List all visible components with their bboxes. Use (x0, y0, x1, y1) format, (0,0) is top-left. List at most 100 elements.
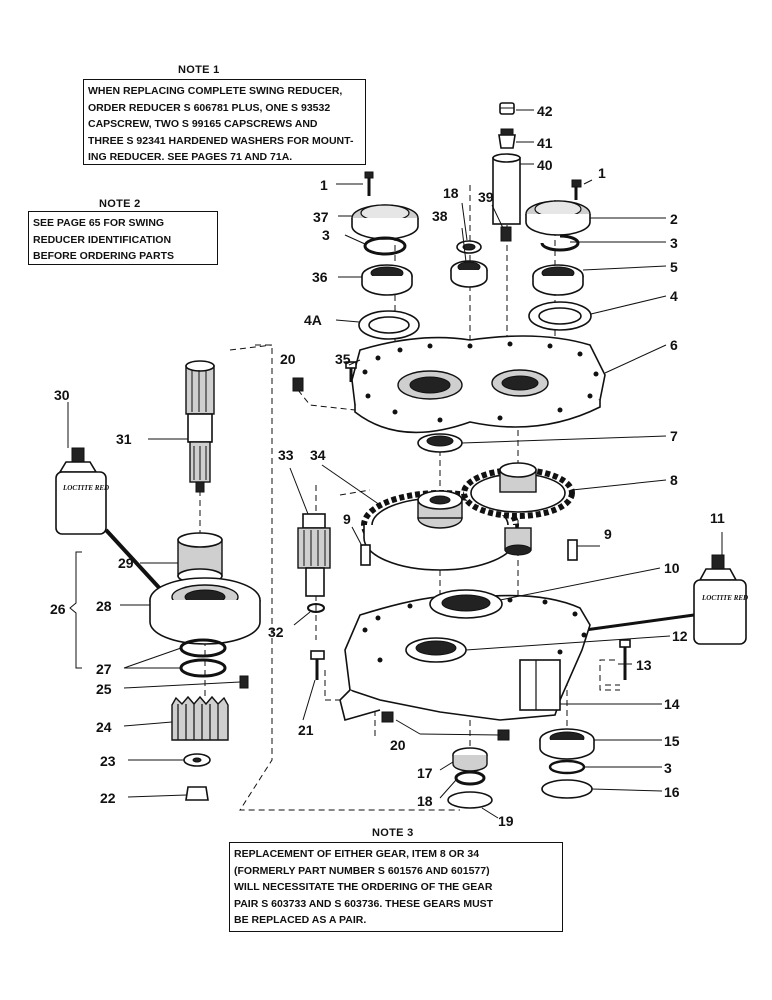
part-11-loctite-bottle: LOCTITE RED (693, 554, 748, 645)
label-13: 13 (636, 657, 652, 673)
part-29-bushing (177, 532, 223, 584)
label-12: 12 (672, 628, 688, 644)
label-26: 26 (50, 601, 66, 617)
part-8-small-gear (461, 462, 575, 556)
label-42: 42 (537, 103, 553, 119)
part-22-nut (185, 786, 209, 801)
label-23: 23 (100, 753, 116, 769)
label-31: 31 (116, 431, 132, 447)
part-5-bearing (532, 264, 584, 296)
part-27-seals (179, 638, 227, 678)
label-38: 38 (432, 208, 448, 224)
label-15: 15 (664, 733, 680, 749)
part-34-large-gear (361, 490, 519, 571)
part-42-nut (499, 102, 515, 115)
bottle-11-pointer (584, 613, 695, 632)
label-14: 14 (664, 696, 680, 712)
part-number-labels: 42 41 40 39 38 18 1 1 37 2 3 3 36 5 4A 4… (50, 103, 725, 829)
part-19-cover (447, 791, 493, 809)
label-10: 10 (664, 560, 680, 576)
label-1-right: 1 (598, 165, 606, 181)
part-14-housing (339, 589, 591, 721)
part-15-bearing (539, 728, 595, 760)
note-3-box: REPLACEMENT OF EITHER GEAR, ITEM 8 OR 34… (229, 842, 563, 932)
label-6: 6 (670, 337, 678, 353)
part-18-top-seal (456, 240, 482, 254)
label-27: 27 (96, 661, 112, 677)
label-16: 16 (664, 784, 680, 800)
part-17-bearing (452, 747, 488, 772)
part-13-capscrew (619, 639, 631, 680)
label-17: 17 (417, 765, 433, 781)
note-1-title: NOTE 1 (178, 64, 220, 76)
note-2-box: SEE PAGE 65 FOR SWING REDUCER IDENTIFICA… (28, 211, 218, 265)
label-37: 37 (313, 209, 329, 225)
part-1-left-capscrew (364, 171, 374, 196)
label-35: 35 (335, 351, 351, 367)
part-30-loctite-bottle: LOCTITE RED (55, 447, 109, 535)
label-29: 29 (118, 555, 134, 571)
part-39-plug (500, 226, 512, 242)
part-25-fitting (239, 675, 249, 689)
part-21-capscrew (310, 650, 325, 680)
leader-lines (67, 109, 723, 819)
part-31-pinion-shaft (185, 360, 215, 493)
label-7: 7 (670, 428, 678, 444)
part-3-bottom-ring (548, 759, 586, 775)
bottle-label-30: LOCTITE RED (62, 484, 109, 492)
label-28: 28 (96, 598, 112, 614)
label-1-left: 1 (320, 177, 328, 193)
part-36-bearing (361, 264, 413, 296)
part-41-fitting (498, 128, 516, 149)
label-9-right: 9 (604, 526, 612, 542)
label-9-left: 9 (343, 511, 351, 527)
label-20-bottom: 20 (390, 737, 406, 753)
label-4: 4 (670, 288, 678, 304)
part-28-flange (149, 577, 261, 645)
part-24-pinion-gear (171, 695, 229, 741)
label-25: 25 (96, 681, 112, 697)
part-18-bottom-seal (454, 770, 486, 786)
group-26-brace (69, 551, 82, 669)
label-3-right: 3 (670, 235, 678, 251)
part-35-capscrew (345, 361, 357, 382)
part-3-right-ring (540, 234, 580, 252)
label-3-bottom: 3 (664, 760, 672, 776)
label-5: 5 (670, 259, 678, 275)
part-40-pipe (492, 153, 521, 225)
note-2-title: NOTE 2 (99, 198, 141, 210)
label-32: 32 (268, 624, 284, 640)
label-3-left: 3 (322, 227, 330, 243)
note-1-box: WHEN REPLACING COMPLETE SWING REDUCER, O… (83, 79, 366, 165)
label-34: 34 (310, 447, 326, 463)
label-41: 41 (537, 135, 553, 151)
label-24: 24 (96, 719, 112, 735)
part-37-cover (351, 204, 419, 240)
part-4-gasket (528, 301, 592, 331)
label-8: 8 (670, 472, 678, 488)
part-1-right-capscrew (571, 179, 582, 200)
label-30: 30 (54, 387, 70, 403)
label-39: 39 (478, 189, 494, 205)
label-19: 19 (498, 813, 514, 829)
label-4A: 4A (304, 312, 322, 328)
bottle-label-11: LOCTITE RED (701, 594, 748, 602)
part-16-cover (541, 779, 593, 799)
part-9-dowels (360, 539, 578, 566)
part-2-cover (525, 200, 591, 236)
label-18-top: 18 (443, 185, 459, 201)
label-33: 33 (278, 447, 294, 463)
label-11: 11 (710, 510, 725, 526)
label-22: 22 (100, 790, 116, 806)
note-3-title: NOTE 3 (372, 827, 414, 839)
label-21: 21 (298, 722, 314, 738)
part-7-bearing (417, 433, 463, 453)
part-3-left-ring (363, 236, 407, 256)
part-32-washer (307, 603, 325, 613)
part-6-top-plate (351, 335, 606, 434)
label-40: 40 (537, 157, 553, 173)
part-20-dowel-top (292, 377, 304, 392)
part-33-pinion (297, 513, 331, 597)
part-4A-gasket (358, 310, 420, 340)
